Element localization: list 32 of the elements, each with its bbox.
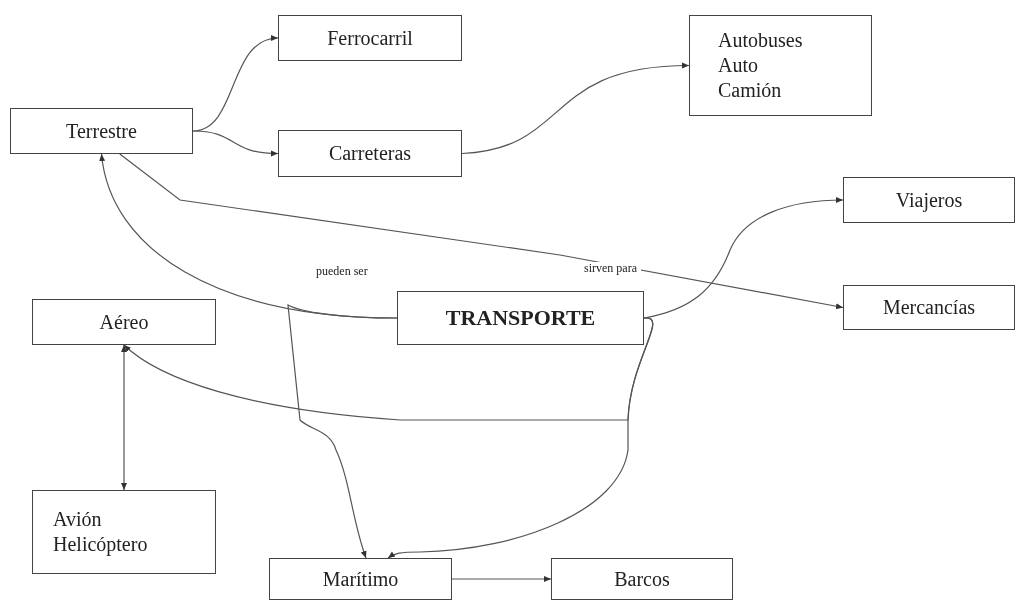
- node-text: Camión: [718, 78, 782, 103]
- concept-box: [278, 15, 462, 61]
- arrow: [451, 576, 552, 582]
- concept-box: [843, 285, 1015, 330]
- node-text: Mercancías: [882, 295, 976, 320]
- arrow: [287, 304, 398, 559]
- node-text: Viajeros: [895, 187, 963, 213]
- concept-box: [689, 15, 872, 116]
- node-text: TRANSPORTE: [445, 304, 596, 332]
- node-text: Carreteras: [328, 141, 412, 166]
- concept-box: [269, 558, 452, 600]
- concept-box: [10, 108, 193, 154]
- node-text: Barcos: [614, 566, 670, 592]
- arrow: [461, 62, 690, 155]
- concept-box: [397, 291, 644, 345]
- arrow: [192, 130, 279, 157]
- concept-box: [843, 177, 1015, 223]
- concept-box: [32, 299, 216, 345]
- node-text: Auto: [718, 53, 758, 78]
- node-text: Ferrocarril: [327, 25, 413, 51]
- concept-box: [278, 130, 462, 177]
- arrow: [119, 153, 844, 310]
- node-text: Terrestre: [66, 118, 137, 144]
- node-text: Marítimo: [322, 566, 399, 592]
- node-text: Helicóptero: [53, 532, 148, 557]
- arrow: [121, 344, 127, 491]
- node-text: Aéreo: [99, 309, 149, 335]
- concept-box: [32, 490, 216, 574]
- node-text: Autobuses: [718, 28, 803, 53]
- arrow: [387, 317, 654, 559]
- concept-box: [551, 558, 733, 600]
- node-text: Avión: [53, 507, 102, 532]
